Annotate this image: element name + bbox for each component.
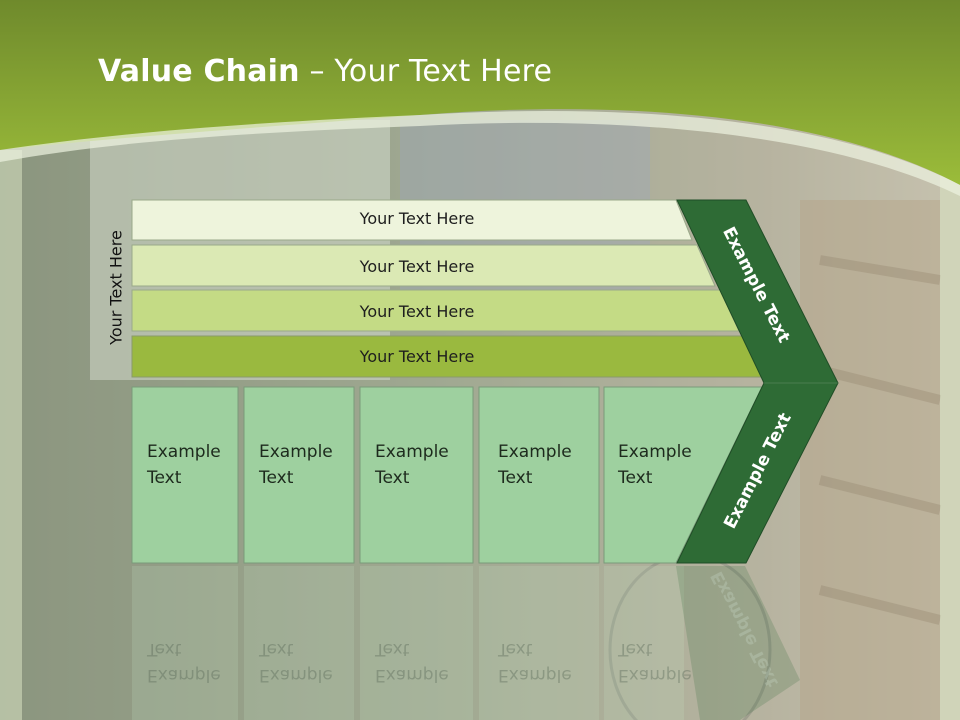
row-text-1: Your Text Here [359,209,475,228]
cell-text-2-line1: Example [259,442,333,462]
cell-text-5-line1: Example [618,442,692,462]
cell-box-3 [359,386,474,564]
chevron-reflection [676,566,800,720]
cell-reflection-5-line2: Text [618,639,653,659]
cell-box-4 [478,386,600,564]
cell-text-5-line2: Text [618,468,653,488]
cell-reflection-1-line1: Example [147,665,221,685]
cell-reflection-3-line1: Example [375,665,449,685]
cell-box-2 [243,386,355,564]
cell-reflection-1-line2: Text [147,639,182,659]
cell-reflection-4-line2: Text [498,639,533,659]
cell-reflection-text-1: Example Text [147,636,247,688]
row-text-2: Your Text Here [359,257,475,276]
cell-reflection-text-2: Example Text [259,636,359,688]
cell-text-2-line2: Text [259,468,294,488]
cell-reflection-2-line2: Text [259,639,294,659]
title-bold: Value Chain [98,54,300,89]
row-bar-2 [131,244,716,287]
cells-reflection [132,566,684,720]
cell-text-2: Example Text [259,439,359,491]
cell-text-3: Example Text [375,439,475,491]
cell-text-1: Example Text [147,439,247,491]
row-bar-1 [131,199,693,241]
cell-reflection-text-4: Example Text [498,636,598,688]
row-text-4: Your Text Here [359,347,475,366]
cell-reflection-2-line1: Example [259,665,333,685]
row-text-3: Your Text Here [359,302,475,321]
cell-text-1-line1: Example [147,442,221,462]
slide-title: Value Chain – Your Text Here [98,54,552,89]
cell-reflection-3-line2: Text [375,639,410,659]
cell-text-4-line2: Text [498,468,533,488]
cell-text-1-line2: Text [147,468,182,488]
cell-reflection-text-5: Example Text [618,636,718,688]
cell-reflection-5-line1: Example [618,665,692,685]
cell-reflection-4-line1: Example [498,665,572,685]
cell-text-5: Example Text [618,439,718,491]
cell-text-4-line1: Example [498,442,572,462]
cell-text-3-line2: Text [375,468,410,488]
cell-box-1 [131,386,239,564]
title-rest: – Your Text Here [299,54,553,89]
cell-text-4: Example Text [498,439,598,491]
cell-text-3-line1: Example [375,442,449,462]
cell-reflection-text-3: Example Text [375,636,475,688]
cell-box-5 [603,386,763,564]
